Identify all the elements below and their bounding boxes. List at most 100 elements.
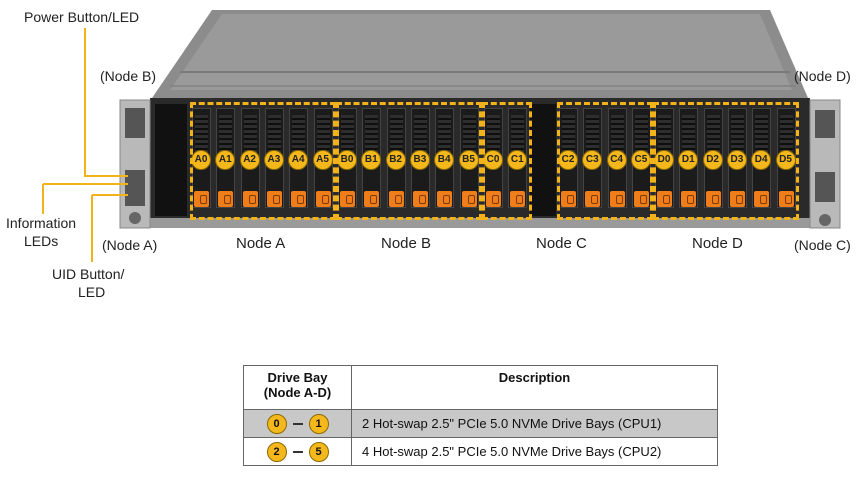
bay-label-b1: B1 [361, 150, 382, 170]
node-b-cpu2-group [336, 102, 482, 220]
drive-vent [292, 115, 306, 157]
bay-label-c1: C1 [507, 150, 528, 170]
drive-vent [438, 115, 452, 157]
drive-vent [219, 115, 233, 157]
bay-label-a1: A1 [215, 150, 236, 170]
information-leds-label-2: LEDs [24, 233, 59, 249]
bay-label-a0: A0 [191, 150, 211, 170]
drive-latch-handle[interactable] [437, 191, 453, 207]
bay-label-c0: C0 [483, 150, 503, 170]
drive-vent [562, 115, 575, 157]
drive-vent [610, 115, 624, 157]
node-b-label: Node B [381, 235, 432, 252]
information-leds-label-1: Information [6, 215, 77, 231]
legend-row-cpu2-desc: 4 Hot-swap 2.5" PCIe 5.0 NVMe Drive Bays… [351, 437, 718, 466]
legend-header-drive-bay: Drive Bay (Node A-D) [243, 365, 352, 410]
node-a-label: Node A [236, 235, 286, 252]
drive-vent [730, 115, 744, 157]
range-dash [292, 450, 303, 453]
bay-label-d5: D5 [775, 150, 796, 170]
server-chassis [42, 10, 841, 262]
bay-label-a5: A5 [312, 150, 333, 170]
drive-vent [658, 115, 671, 157]
legend-header-row: Drive Bay (Node A-D) Description [243, 365, 718, 410]
drive-vent [634, 115, 648, 157]
drive-vent [706, 115, 720, 157]
range-dash [292, 422, 303, 425]
drive-vent [267, 115, 281, 157]
bay-label-c3: C3 [582, 150, 603, 170]
drive-latch-handle[interactable] [242, 191, 258, 207]
bay-label-d2: D2 [702, 150, 723, 170]
drive-latch-handle[interactable] [585, 191, 601, 207]
drive-latch-handle[interactable] [657, 191, 672, 207]
drive-latch-handle[interactable] [561, 191, 576, 207]
corner-label-node-b: (Node B) [100, 68, 157, 84]
drive-vent [195, 115, 208, 157]
drive-latch-handle[interactable] [609, 191, 625, 207]
drive-vent [487, 115, 500, 157]
drive-latch-handle[interactable] [291, 191, 307, 207]
drive-vent [341, 115, 354, 157]
drive-latch-handle[interactable] [218, 191, 234, 207]
legend-row-cpu1-desc: 2 Hot-swap 2.5" PCIe 5.0 NVMe Drive Bays… [351, 409, 718, 438]
drive-latch-handle[interactable] [510, 191, 526, 207]
corner-label-node-a: (Node A) [102, 237, 158, 253]
bay-badge-icon: 2 [266, 441, 287, 462]
bay-label-c4: C4 [606, 150, 627, 170]
node-c-cpu2-group [557, 102, 653, 220]
drive-vent [586, 115, 600, 157]
drive-vent [682, 115, 696, 157]
drive-latch-handle[interactable] [729, 191, 745, 207]
bay-label-a2: A2 [239, 150, 260, 170]
drive-latch-handle[interactable] [754, 191, 770, 207]
power-button-label: Power Button/LED [24, 9, 140, 25]
legend-header-description: Description [351, 365, 718, 410]
drive-latch-handle[interactable] [705, 191, 721, 207]
drive-latch-handle[interactable] [194, 191, 209, 207]
bay-label-d4: D4 [751, 150, 772, 170]
node-c-label: Node C [536, 235, 587, 252]
drive-latch-handle[interactable] [681, 191, 697, 207]
node-c-cpu1-group [482, 102, 532, 220]
drive-vent [779, 115, 793, 157]
node-d-label: Node D [692, 235, 743, 252]
bay-badge-icon: 1 [308, 413, 329, 434]
drive-latch-handle[interactable] [633, 191, 649, 207]
legend-header-line2: (Node A-D) [263, 385, 332, 400]
drive-latch-handle[interactable] [412, 191, 428, 207]
drive-latch-handle[interactable] [315, 191, 331, 207]
bay-label-a3: A3 [263, 150, 284, 170]
drive-vent [755, 115, 769, 157]
drive-vent [365, 115, 379, 157]
drive-latch-handle[interactable] [364, 191, 380, 207]
drive-latch-handle[interactable] [388, 191, 404, 207]
drive-latch-handle[interactable] [266, 191, 282, 207]
drive-latch-handle[interactable] [778, 191, 794, 207]
bay-label-b2: B2 [385, 150, 406, 170]
bay-label-c2: C2 [558, 150, 578, 170]
bay-label-d3: D3 [726, 150, 747, 170]
node-a-cpu1-group [190, 102, 336, 220]
drive-latch-handle[interactable] [461, 191, 477, 207]
drive-vent [316, 115, 330, 157]
bay-label-b3: B3 [409, 150, 430, 170]
bay-label-d1: D1 [678, 150, 699, 170]
drive-latch-handle[interactable] [340, 191, 355, 207]
legend-header-line1: Drive Bay [267, 370, 328, 385]
uid-button-label-1: UID Button/ [52, 266, 125, 282]
corner-label-node-d: (Node D) [794, 68, 851, 84]
drive-vent [243, 115, 257, 157]
drive-vent [511, 115, 525, 157]
drive-latch-handle[interactable] [486, 191, 501, 207]
bay-badge-icon: 0 [266, 413, 287, 434]
bay-label-a4: A4 [288, 150, 309, 170]
drive-vent [389, 115, 403, 157]
bay-label-b4: B4 [434, 150, 455, 170]
bay-label-b5: B5 [458, 150, 479, 170]
